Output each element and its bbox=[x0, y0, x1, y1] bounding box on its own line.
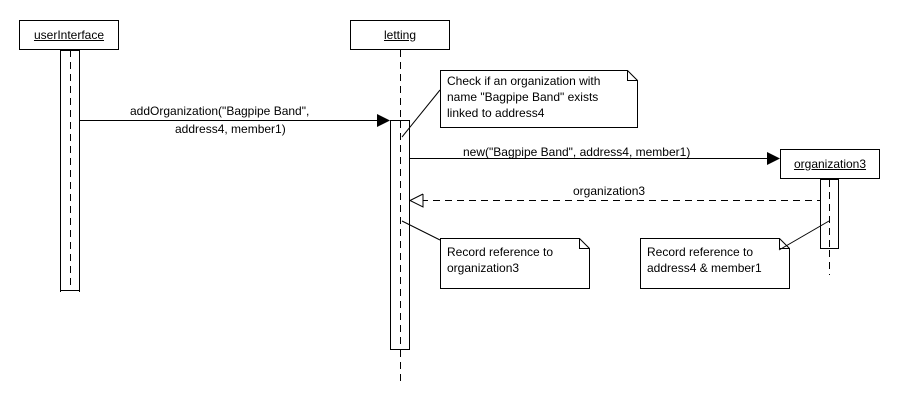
note-record-addr-shape bbox=[640, 238, 790, 289]
note-check-exists-shape bbox=[440, 70, 638, 128]
letting-box: letting bbox=[350, 20, 450, 50]
return-label: organization3 bbox=[573, 184, 646, 198]
letting-label: letting bbox=[383, 28, 417, 42]
organization3-box: organization3 bbox=[780, 149, 880, 179]
add-organization-label-line1: addOrganization("Bagpipe Band", bbox=[130, 104, 310, 118]
organization3-label: organization3 bbox=[793, 157, 867, 171]
note-check-exists-text: Check if an organization with name "Bagp… bbox=[447, 74, 601, 120]
new-organization-label: new("Bagpipe Band", address4, member1) bbox=[463, 145, 691, 159]
note-check-exists-anchor bbox=[401, 89, 441, 138]
user-interface-label: userInterface bbox=[33, 28, 105, 42]
user-interface-box: userInterface bbox=[19, 20, 119, 50]
add-organization-arrowhead bbox=[377, 114, 390, 127]
note-record-addr-anchor bbox=[778, 220, 830, 251]
add-organization-label-line2: address4, member1) bbox=[175, 122, 286, 136]
note-record-org-anchor bbox=[401, 220, 441, 241]
note-record-addr-text: Record reference to address4 & member1 bbox=[647, 245, 762, 275]
new-organization-arrowhead bbox=[767, 152, 780, 165]
note-record-org-text: Record reference to organization3 bbox=[447, 245, 554, 275]
return-arrowhead bbox=[408, 193, 424, 208]
note-record-org-shape bbox=[440, 238, 590, 289]
organization3-activation bbox=[820, 179, 839, 249]
